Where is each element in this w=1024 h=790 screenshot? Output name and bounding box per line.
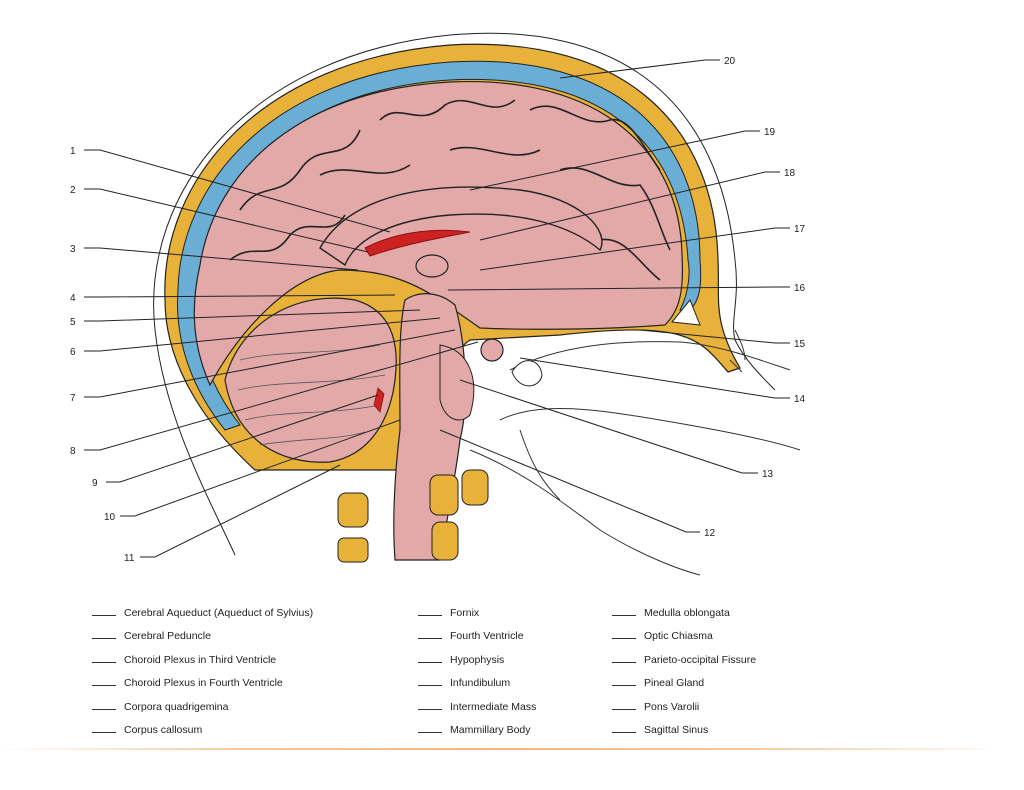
term-label: Fornix [450,607,480,619]
answer-blank[interactable] [612,676,636,687]
term-item[interactable]: Fornix [418,606,536,629]
term-item[interactable]: Parieto-occipital Fissure [612,653,756,676]
term-item[interactable]: Optic Chiasma [612,629,756,652]
corpus-callosum [319,186,603,267]
number-labels: 1 2 3 4 5 6 7 8 9 10 11 12 13 14 15 16 1… [70,56,806,564]
leader-lines [84,59,790,558]
answer-blank[interactable] [92,723,116,733]
term-item[interactable]: Medulla oblongata [612,606,756,629]
term-item[interactable]: Pineal Gland [612,676,756,699]
brainstem [393,293,467,561]
term-item[interactable]: Hypophysis [418,653,536,676]
term-label: Corpus callosum [124,723,203,736]
label-17: 17 [794,224,806,235]
label-19: 19 [764,127,776,138]
scalp-outline [153,32,776,556]
answer-blank[interactable] [92,653,116,663]
answer-blank[interactable] [92,700,116,710]
answer-blank[interactable] [418,700,442,710]
footer-divider [0,748,985,750]
label-4: 4 [70,293,76,304]
label-12: 12 [704,528,716,539]
term-item[interactable]: Choroid Plexus in Third Ventricle [92,653,313,676]
label-10: 10 [104,512,116,523]
answer-blank[interactable] [612,653,636,663]
term-label: Medulla oblongata [644,607,730,619]
term-label: Sagittal Sinus [644,723,709,736]
term-item[interactable]: Corpus callosum [92,723,313,746]
answer-blank[interactable] [612,700,636,710]
choroid-plexus-fourth-ventricle [373,387,385,413]
term-label: Corpora quadrigemina [124,700,229,713]
term-label: Fourth Ventricle [450,630,524,643]
label-6: 6 [70,347,76,358]
term-label: Optic Chiasma [644,630,713,643]
term-label: Choroid Plexus in Third Ventricle [124,653,277,666]
pons [439,344,475,421]
term-item[interactable]: Fourth Ventricle [418,629,536,652]
term-label: Cerebral Aqueduct (Aqueduct of Sylvius) [124,607,314,619]
answer-blank[interactable] [418,629,442,640]
term-item[interactable]: Cerebral Aqueduct (Aqueduct of Sylvius) [92,606,313,629]
term-label: Mammillary Body [450,723,531,736]
label-5: 5 [70,317,76,328]
answer-blank[interactable] [418,723,442,733]
hypophysis [480,338,504,362]
term-column-3: Medulla oblongata Optic Chiasma Parieto-… [612,606,756,746]
nasal-region [469,329,801,576]
answer-blank[interactable] [418,606,442,616]
intermediate-mass [415,254,449,278]
term-label: Parieto-occipital Fissure [644,653,757,666]
answer-blank[interactable] [418,653,442,663]
brain-sagittal-diagram: 1 2 3 4 5 6 7 8 9 10 11 12 13 14 15 16 1… [70,32,806,576]
term-label: Choroid Plexus in Fourth Ventricle [124,677,283,690]
term-item[interactable]: Infundibulum [418,676,536,699]
term-item[interactable]: Corpora quadrigemina [92,700,313,723]
answer-blank[interactable] [612,723,636,733]
term-item[interactable]: Cerebral Peduncle [92,629,313,652]
answer-blank[interactable] [92,606,116,616]
term-label: Intermediate Mass [450,700,537,713]
term-list: Cerebral Aqueduct (Aqueduct of Sylvius) … [0,606,1024,746]
term-label: Pons Varolii [644,700,700,713]
choroid-plexus-third-ventricle [364,229,471,257]
label-15: 15 [794,339,806,350]
term-item[interactable]: Mammillary Body [418,723,536,746]
term-label: Hypophysis [450,653,505,666]
cerebellum [224,297,397,463]
term-item[interactable]: Sagittal Sinus [612,723,756,746]
sphenoid-sinus [511,360,543,387]
answer-blank[interactable] [92,676,116,687]
label-11: 11 [124,553,135,564]
term-item[interactable]: Choroid Plexus in Fourth Ventricle [92,676,313,699]
label-13: 13 [762,469,774,480]
term-item[interactable]: Intermediate Mass [418,700,536,723]
term-label: Infundibulum [450,677,511,690]
term-item[interactable]: Pons Varolii [612,700,756,723]
label-20: 20 [724,56,736,67]
label-2: 2 [70,185,76,196]
label-9: 9 [92,478,98,489]
label-16: 16 [794,283,806,294]
term-column-2: Fornix Fourth Ventricle Hypophysis Infun… [418,606,536,746]
term-label: Cerebral Peduncle [124,630,211,643]
gyri-lines [229,99,671,281]
label-8: 8 [70,446,76,457]
answer-blank[interactable] [418,676,442,687]
label-14: 14 [794,394,806,405]
vertebrae [337,469,489,563]
term-label: Pineal Gland [644,677,705,690]
answer-blank[interactable] [612,606,636,616]
answer-blank[interactable] [612,629,636,640]
frontal-sinus [671,299,701,326]
label-7: 7 [70,393,76,404]
term-column-1: Cerebral Aqueduct (Aqueduct of Sylvius) … [92,606,313,746]
label-18: 18 [784,168,796,179]
label-3: 3 [70,244,76,255]
label-1: 1 [70,146,76,157]
answer-blank[interactable] [92,629,116,640]
